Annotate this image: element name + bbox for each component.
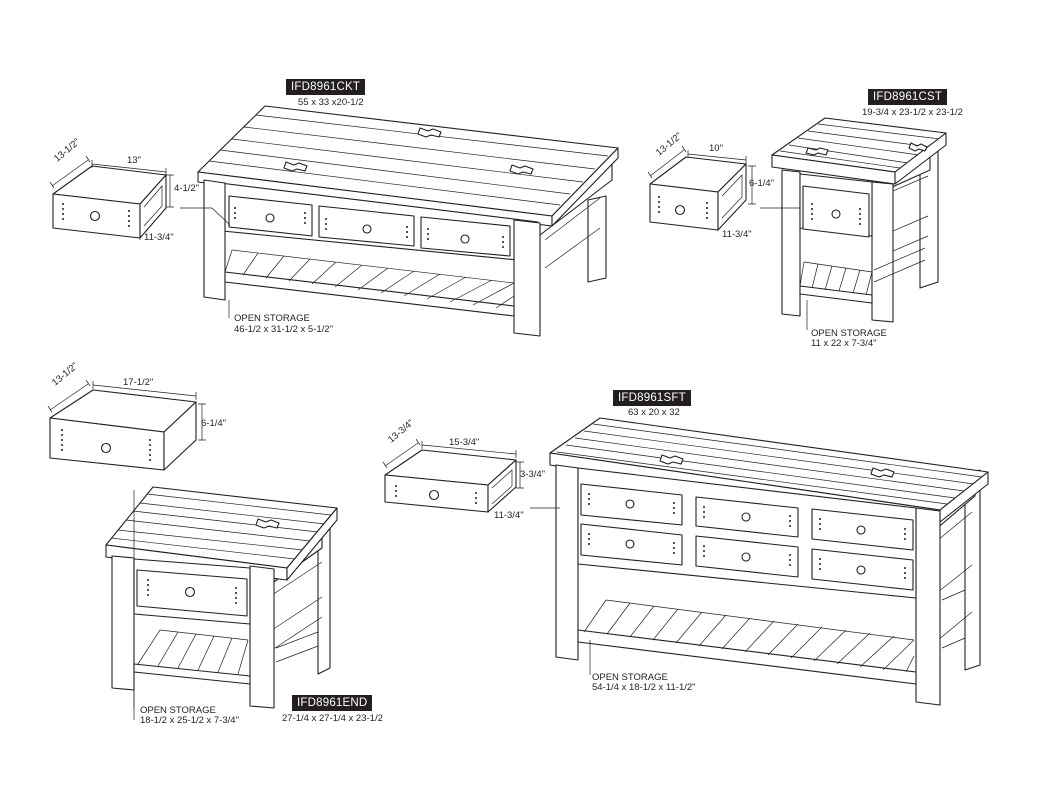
cst-model-label: IFD8961CST — [868, 89, 948, 105]
cst-drawer-drawing — [647, 145, 800, 231]
sft-overall-dimensions: 63 x 20 x 32 — [628, 407, 680, 418]
end-drawer-drawing — [47, 379, 206, 720]
end-table-drawing — [105, 486, 338, 709]
leader-lines — [133, 300, 808, 708]
ckt-drawer-height: 4-1/2" — [174, 183, 200, 194]
ckt-model-label: IFD8961CKT — [286, 79, 366, 95]
cst-drawer-front: 11-3/4" — [722, 229, 752, 240]
sofa-table-drawing — [549, 417, 989, 706]
sft-drawer-front: 11-3/4" — [494, 510, 524, 521]
ckt-drawer-width: 13" — [127, 155, 141, 166]
sft-storage-dimensions: 54-1/4 x 18-1/2 x 11-1/2" — [592, 682, 696, 693]
end-storage-dimensions: 18-1/2 x 25-1/2 x 7-3/4" — [140, 715, 239, 726]
sft-drawer-width: 15-3/4" — [449, 437, 480, 448]
end-storage-label: OPEN STORAGE — [140, 705, 216, 716]
ckt-drawer-drawing — [49, 155, 231, 240]
cst-overall-dimensions: 19-3/4 x 23-1/2 x 23-1/2 — [862, 107, 963, 118]
sft-drawer-drawing — [382, 438, 560, 513]
coffee-table-drawing — [197, 105, 619, 337]
cst-drawer-height: 6-1/4" — [749, 178, 775, 189]
sft-drawer-height: 3-3/4" — [520, 469, 546, 480]
ckt-overall-dimensions: 55 x 33 x20-1/2 — [298, 97, 364, 108]
end-drawer-height: 6-1/4" — [201, 418, 227, 429]
cst-drawer-width: 10" — [709, 143, 723, 154]
ckt-storage-label: OPEN STORAGE — [234, 313, 310, 324]
chairside-table-drawing — [771, 117, 947, 323]
end-overall-dimensions: 27-1/4 x 27-1/4 x 23-1/2 — [282, 713, 383, 724]
cst-storage-dimensions: 11 x 22 x 7-3/4" — [811, 338, 877, 349]
end-model-label: IFD8961END — [292, 695, 373, 711]
ckt-drawer-front: 11-3/4" — [144, 232, 174, 243]
ckt-storage-dimensions: 46-1/2 x 31-1/2 x 5-1/2" — [234, 324, 333, 335]
end-drawer-width: 17-1/2" — [123, 377, 154, 388]
sft-model-label: IFD8961SFT — [613, 390, 691, 406]
sft-storage-label: OPEN STORAGE — [592, 672, 668, 683]
cst-storage-label: OPEN STORAGE — [811, 328, 887, 339]
